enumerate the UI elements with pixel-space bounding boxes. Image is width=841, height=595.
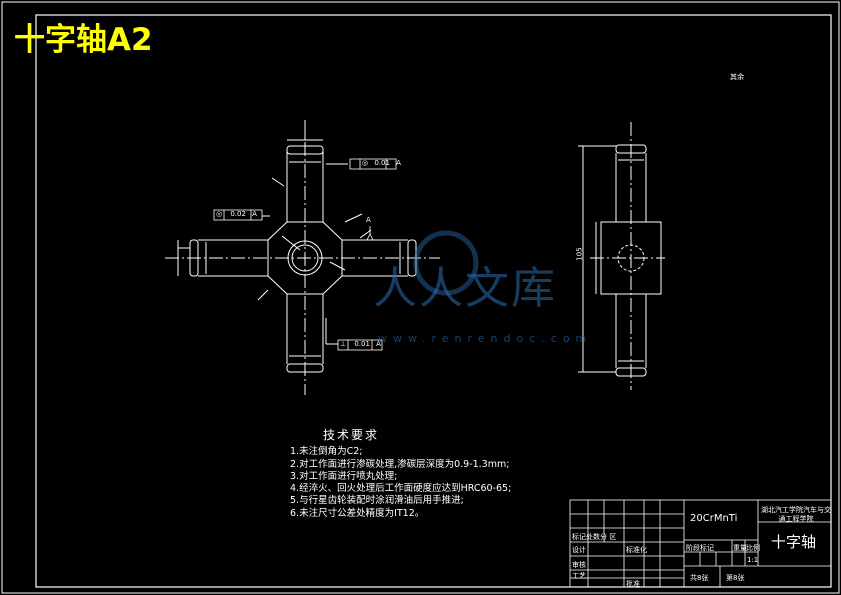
tech-requirement-item: 4.经淬火、回火处理后工作面硬度应达到HRC60-65;	[290, 483, 512, 494]
datum-label: A	[366, 216, 371, 224]
tb-craft: 工艺	[572, 572, 586, 580]
tech-requirements-heading: 技术要求	[323, 428, 380, 442]
front-view	[165, 120, 440, 395]
gdt-value: 0.01	[354, 340, 370, 348]
drawing-title: 十字轴A2	[14, 22, 153, 58]
gdt-frame-3-text: ⊥ 0.01 A	[340, 340, 381, 348]
gdt-frame-3	[337, 339, 383, 351]
watermark-text: 人人文库	[373, 263, 557, 314]
gdt-value: 0.02	[230, 210, 246, 218]
tb-sheet-no: 第8张	[726, 574, 745, 582]
gdt-symbol: ◎	[216, 210, 223, 218]
inner-frame	[35, 14, 832, 588]
tech-requirement-item: 2.对工作面进行渗碳处理,渗碳层深度为0.9-1.3mm;	[290, 459, 510, 470]
tb-mark-row: 标记处数分 区	[572, 533, 617, 541]
gdt-datum: A	[252, 210, 257, 218]
material-label: 20CrMnTi	[690, 513, 738, 524]
tb-scale-value: 1:1	[747, 556, 759, 564]
tb-stage: 阶段标记	[686, 544, 714, 552]
gdt-frame-2-text: ◎ 0.02 A	[216, 210, 257, 218]
gdt-symbol: ⊥	[340, 340, 347, 348]
tech-requirement-item: 6.未注尺寸公差处精度为IT12。	[290, 508, 425, 519]
tb-design: 设计	[572, 546, 586, 554]
gdt-datum: A	[396, 159, 401, 167]
tech-requirement-item: 3.对工作面进行喷丸处理;	[290, 471, 398, 482]
title-block	[569, 499, 832, 588]
gdt-value: 0.01	[374, 159, 390, 167]
gdt-symbol: ◎	[362, 159, 369, 167]
tb-weight: 重量	[733, 544, 747, 552]
part-name: 十字轴	[771, 533, 817, 551]
tb-sheets-total: 共8张	[690, 574, 709, 582]
tb-scale: 比例	[746, 544, 760, 552]
gdt-datum: A	[376, 340, 381, 348]
tech-requirement-item: 5.与行星齿轮装配时涂润滑油后用手推进;	[290, 495, 464, 506]
watermark-url: www.renrendoc.com	[378, 332, 593, 345]
roughness-note: 其余	[730, 73, 744, 81]
tb-review: 审核	[572, 561, 586, 569]
gdt-frame-1-text: ◎ 0.01 A	[362, 159, 401, 167]
tb-approve: 批准	[626, 580, 640, 588]
gdt-frame-1	[349, 158, 397, 170]
datum-marker	[366, 226, 374, 241]
side-view	[578, 122, 665, 390]
tb-standard: 标准化	[626, 546, 647, 554]
tech-requirement-item: 1.未注倒角为C2;	[290, 446, 363, 457]
gdt-frame-2	[213, 209, 263, 221]
company-name: 湖北汽工学院汽车与交通工程学院	[761, 506, 831, 523]
